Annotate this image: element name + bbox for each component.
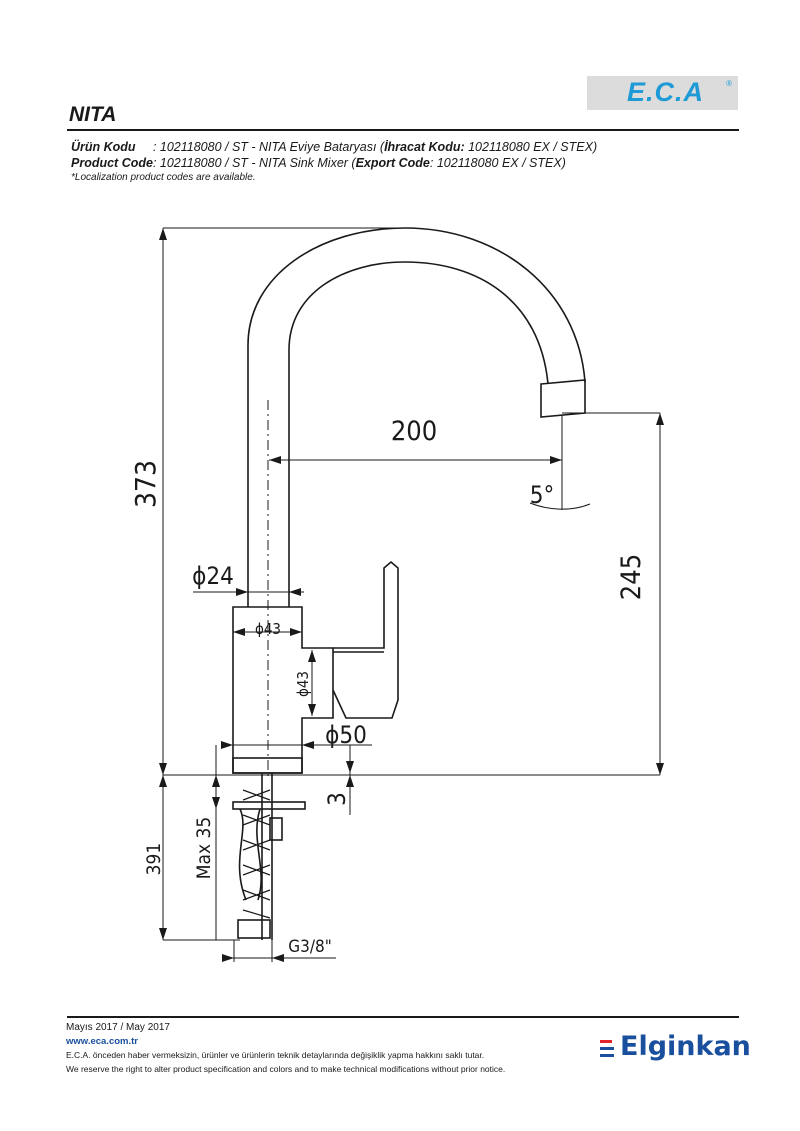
- dim-base-diameter: ϕ50: [325, 721, 367, 749]
- footer-disclaimer-tr: E.C.A. önceden haber vermeksizin, ürünle…: [66, 1050, 485, 1060]
- mixer-handle: [332, 560, 399, 719]
- product-code-tr: Ürün Kodu : 102118080 / ST - NITA Eviye …: [71, 140, 597, 154]
- tail-piece: [269, 817, 283, 841]
- eca-logo: E.C.A ®: [587, 76, 738, 110]
- dim-thread: G3/8": [288, 937, 332, 957]
- tr-export-value: 102118080 EX / STEX): [464, 140, 598, 154]
- spout-inner: [288, 261, 549, 607]
- footer-rule: [67, 1016, 739, 1018]
- dim-body-diameter-top: ϕ43: [255, 620, 281, 638]
- hose-braid: [238, 808, 262, 901]
- base-flange: [232, 757, 303, 774]
- footer-disclaimer-en: We reserve the right to alter product sp…: [66, 1064, 506, 1074]
- dim-hose-length: 391: [143, 843, 165, 876]
- tr-code-label: Ürün Kodu: [71, 140, 136, 154]
- eca-logo-text: E.C.A: [627, 77, 705, 107]
- en-export-value: : 102118080 EX / STEX): [429, 156, 566, 170]
- header-rule: [67, 129, 739, 131]
- localization-note: *Localization product codes are availabl…: [71, 172, 256, 183]
- dim-body-diameter-side: ϕ43: [294, 671, 312, 697]
- footer-date: Mayıs 2017 / May 2017: [66, 1022, 170, 1033]
- dim-max-counter: Max 35: [193, 817, 215, 880]
- footer-website-link[interactable]: www.eca.com.tr: [66, 1036, 138, 1047]
- registered-mark: ®: [726, 79, 732, 88]
- elginkan-logo-text: Elginkan: [620, 1031, 751, 1062]
- hose-hatch: [242, 789, 271, 919]
- hose-fitting: [237, 919, 271, 939]
- dim-reach: 200: [391, 416, 437, 447]
- dim-spout-height: 245: [616, 554, 647, 600]
- product-title: NITA: [69, 103, 117, 126]
- en-code-value: : 102118080 / ST - NITA Sink Mixer (: [152, 156, 356, 170]
- dimension-arrows: [159, 228, 664, 962]
- dim-height-total: 373: [129, 460, 162, 508]
- tr-code-value: 102118080 / ST - NITA Eviye Bataryası (: [159, 140, 385, 154]
- tr-export-label: İhracat Kodu:: [384, 140, 465, 154]
- tr-code-sep: :: [135, 140, 160, 154]
- threaded-rod: [261, 773, 273, 940]
- en-export-label: Export Code: [355, 156, 430, 170]
- mounting-plate: [232, 801, 306, 810]
- dim-base-thickness: 3: [323, 792, 351, 806]
- dim-spout-diameter: ϕ24: [192, 562, 234, 590]
- faucet-outline: [232, 227, 586, 940]
- product-code-en: Product Code: 102118080 / ST - NITA Sink…: [71, 156, 566, 170]
- spout-nozzle: [540, 379, 586, 418]
- elginkan-logo-icon: [600, 1040, 614, 1060]
- dim-angle: 5°: [530, 481, 555, 509]
- en-code-label: Product Code: [71, 156, 153, 170]
